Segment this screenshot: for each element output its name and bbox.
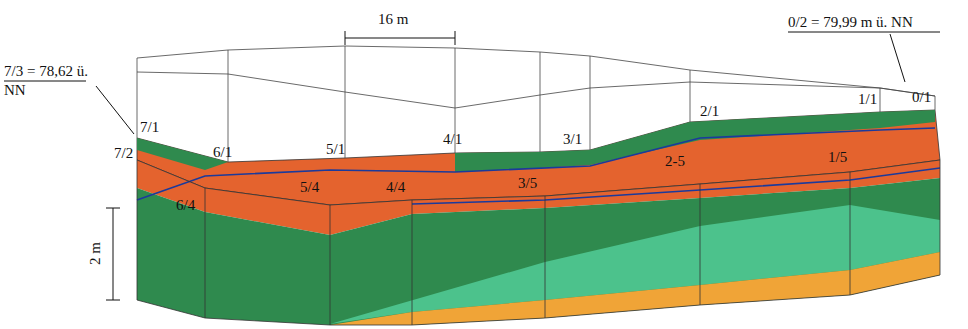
- dimension-label: 2 m: [86, 242, 105, 265]
- profile-point: 5/1: [326, 140, 345, 159]
- profile-point: 6/1: [213, 143, 232, 162]
- elevation-note: 0/2 = 79,99 m ü. NN: [788, 13, 913, 32]
- profile-point: 2-5: [665, 152, 685, 171]
- profile-point: 5/4: [300, 178, 319, 197]
- profile-point: 3/1: [563, 130, 582, 149]
- profile-point: 4/4: [386, 178, 405, 197]
- profile-point: 2/1: [700, 102, 719, 121]
- profile-point: 0/1: [912, 88, 931, 107]
- profile-point: 7/1: [140, 118, 159, 137]
- profile-point: 3/5: [518, 174, 537, 193]
- profile-point: 7/2: [114, 144, 133, 163]
- profile-point: 6/4: [176, 196, 195, 215]
- dimension-label: 16 m: [378, 10, 408, 29]
- elevation-note: 7/3 = 78,62 ü. NN: [4, 62, 104, 100]
- profile-point: 4/1: [443, 130, 462, 149]
- profile-point: 1/5: [828, 148, 847, 167]
- profile-point: 1/1: [858, 90, 877, 109]
